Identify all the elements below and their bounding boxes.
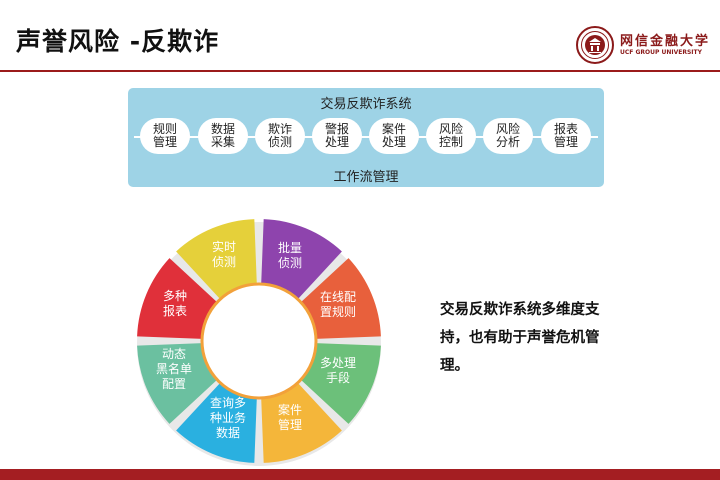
ring-segment-label: 在线配 置规则 (319, 290, 356, 319)
ring-segment (137, 258, 223, 340)
logo-name-en: UCF GROUP UNIVERSITY (620, 49, 702, 56)
ring-segment-label: 批量 侦测 (277, 241, 302, 270)
ring-segment (260, 219, 342, 305)
workflow-step: 报表 管理 (541, 118, 591, 154)
workflow-step: 风险 控制 (426, 118, 476, 154)
ring-segment (295, 342, 381, 424)
summary-text: 交易反欺诈系统多维度支持，也有助于声誉危机管理。 (440, 302, 600, 374)
ring-segment (260, 377, 342, 463)
ring-segment (176, 219, 258, 305)
university-seal-icon (576, 26, 614, 64)
workflow-step: 数据 采集 (198, 118, 248, 154)
workflow-panel: 交易反欺诈系统 规则 管理 数据 采集 欺诈 侦测 警报 处理 案件 处理 风险… (128, 88, 604, 187)
feature-ring-graphic (137, 219, 381, 466)
workflow-footer: 工作流管理 (333, 170, 399, 185)
ring-segment-label: 实时 侦测 (211, 240, 236, 269)
workflow-step: 风险 分析 (483, 118, 533, 154)
workflow-connector-line (134, 136, 598, 138)
workflow-step: 警报 处理 (312, 118, 362, 154)
workflow-title: 交易反欺诈系统 (320, 97, 412, 112)
slide-title: 声誉风险 -反欺诈 (16, 27, 220, 56)
ring-segment-label: 多处理 手段 (319, 356, 356, 385)
workflow-step: 案件 处理 (369, 118, 419, 154)
university-logo: 网信金融大学 UCF GROUP UNIVERSITY (576, 26, 716, 66)
ring-segment-label: 查询多 种业务 数据 (209, 396, 246, 440)
footer-bar (0, 469, 720, 480)
feature-ring: 批量 侦测 在线配 置规则 多处理 手段 案件 管理 查询多 种业务 数据 动态… (128, 213, 390, 470)
workflow-step: 欺诈 侦测 (255, 118, 305, 154)
ring-center (200, 282, 318, 400)
ring-segment-label: 动态 黑名单 配置 (155, 347, 192, 391)
ring-segment (176, 377, 258, 463)
workflow-step: 规则 管理 (140, 118, 190, 154)
ring-segment-label: 案件 管理 (277, 403, 302, 432)
ring-segment-label: 多种 报表 (162, 289, 187, 318)
ring-segment (137, 342, 223, 424)
logo-name-cn: 网信金融大学 (620, 34, 711, 49)
ring-segment (295, 258, 381, 340)
header-divider (0, 70, 720, 72)
